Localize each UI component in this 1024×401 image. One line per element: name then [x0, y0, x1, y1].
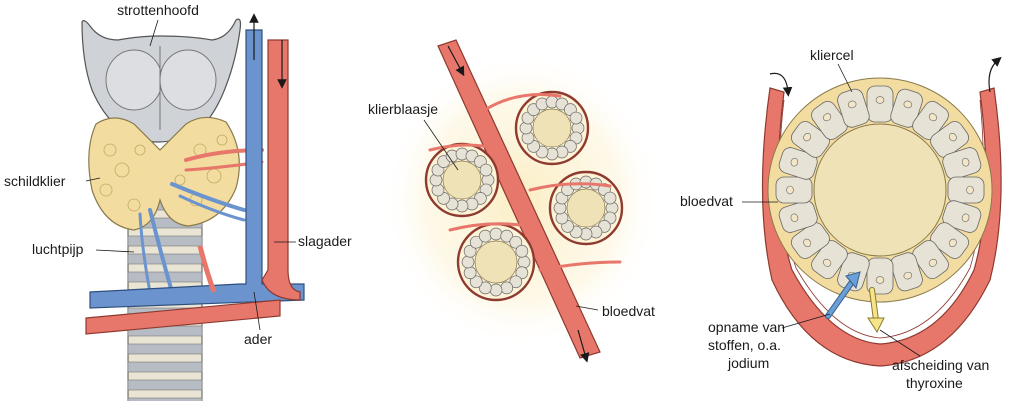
colloid-lumen	[813, 123, 947, 257]
trachea-ring	[127, 343, 203, 355]
tissue-cell	[479, 163, 493, 177]
gland-vessels	[138, 148, 264, 294]
tissue-cell	[515, 244, 529, 258]
label-thyroid-gland: schildklier	[4, 173, 66, 189]
tissue-follicle	[548, 170, 624, 246]
trachea-ring	[127, 379, 203, 391]
gland-cell-ring	[775, 85, 985, 295]
tissue-flow-out-arrow	[577, 329, 590, 363]
gland-cell	[778, 200, 818, 233]
panel-tissue: klierblaasje bloedvat	[368, 39, 662, 363]
tissue-cell	[469, 235, 483, 249]
follicle-flow-out-arrow	[988, 56, 1002, 93]
gland-cell	[837, 88, 870, 128]
label-tissue-blood-vessel: bloedvat	[602, 303, 655, 319]
follicle-blood-vessel	[761, 87, 1002, 367]
label-uptake-1: opname van	[708, 319, 785, 335]
tissue-follicle	[514, 90, 590, 166]
tissue-follicle	[424, 142, 500, 218]
secretion-arrow	[867, 287, 885, 334]
tissue-cell	[500, 281, 514, 295]
tissue-cell	[515, 266, 529, 280]
tissue-cell	[509, 275, 523, 289]
gland-cell	[942, 200, 982, 233]
tissue-cell	[603, 191, 617, 205]
label-uptake-3: jodium	[727, 355, 769, 371]
artery	[85, 39, 301, 335]
tissue-cell	[478, 281, 492, 295]
label-gland-cell: kliercel	[810, 47, 854, 63]
panel-follicle: kliercel bloedvat opname van stoffen, o.…	[680, 47, 1002, 391]
gland-cell	[947, 176, 985, 204]
gland-cell	[811, 100, 848, 140]
label-larynx: strottenhoofd	[117, 2, 199, 18]
tissue-cell	[517, 255, 531, 269]
gland-cell	[890, 252, 923, 292]
gland-cell	[811, 240, 848, 280]
gland-cell	[866, 85, 894, 123]
gland-cell	[775, 176, 813, 204]
gland-cell	[942, 147, 982, 180]
tissue-cell	[463, 266, 477, 280]
gland-cell	[912, 240, 949, 280]
label-secretion-1: afscheiding van	[892, 357, 989, 373]
tissue-cell	[461, 255, 475, 269]
tissue-flow-in-arrow	[447, 45, 465, 77]
tissue-follicle	[456, 222, 536, 302]
trachea-ring	[127, 397, 203, 401]
label-follicle: klierblaasje	[368, 101, 438, 117]
gland-cell	[837, 252, 870, 292]
tissue-cell	[500, 229, 514, 243]
tissue-cell	[469, 275, 483, 289]
vein	[89, 29, 305, 309]
gland-cell	[912, 100, 949, 140]
tissue-cell	[569, 111, 583, 125]
gland-cell	[890, 88, 923, 128]
gland-cell	[790, 121, 830, 158]
gland-cell	[930, 222, 970, 259]
label-vein: ader	[244, 331, 272, 347]
gland-cell	[778, 147, 818, 180]
follicle-flow-in-arrow	[769, 72, 793, 97]
tissue-cell	[463, 244, 477, 258]
tissue-cell	[489, 227, 503, 241]
gland-cell	[930, 121, 970, 158]
gland-cell	[866, 257, 894, 295]
label-artery: slagader	[298, 233, 352, 249]
gland-cell	[790, 222, 830, 259]
tissue-cell	[509, 235, 523, 249]
tissue-cell	[478, 229, 492, 243]
label-secretion-2: thyroxine	[906, 375, 963, 391]
trachea-ring	[127, 235, 203, 247]
label-trachea: luchtpijp	[32, 241, 84, 257]
label-follicle-blood-vessel: bloedvat	[680, 193, 733, 209]
panel-thyroid: strottenhoofd schildklier luchtpijp slag…	[4, 2, 352, 401]
uptake-arrow	[825, 271, 861, 319]
trachea-ring	[127, 361, 203, 373]
tissue-cell	[489, 283, 503, 297]
label-uptake-2: stoffen, o.a.	[708, 337, 781, 353]
